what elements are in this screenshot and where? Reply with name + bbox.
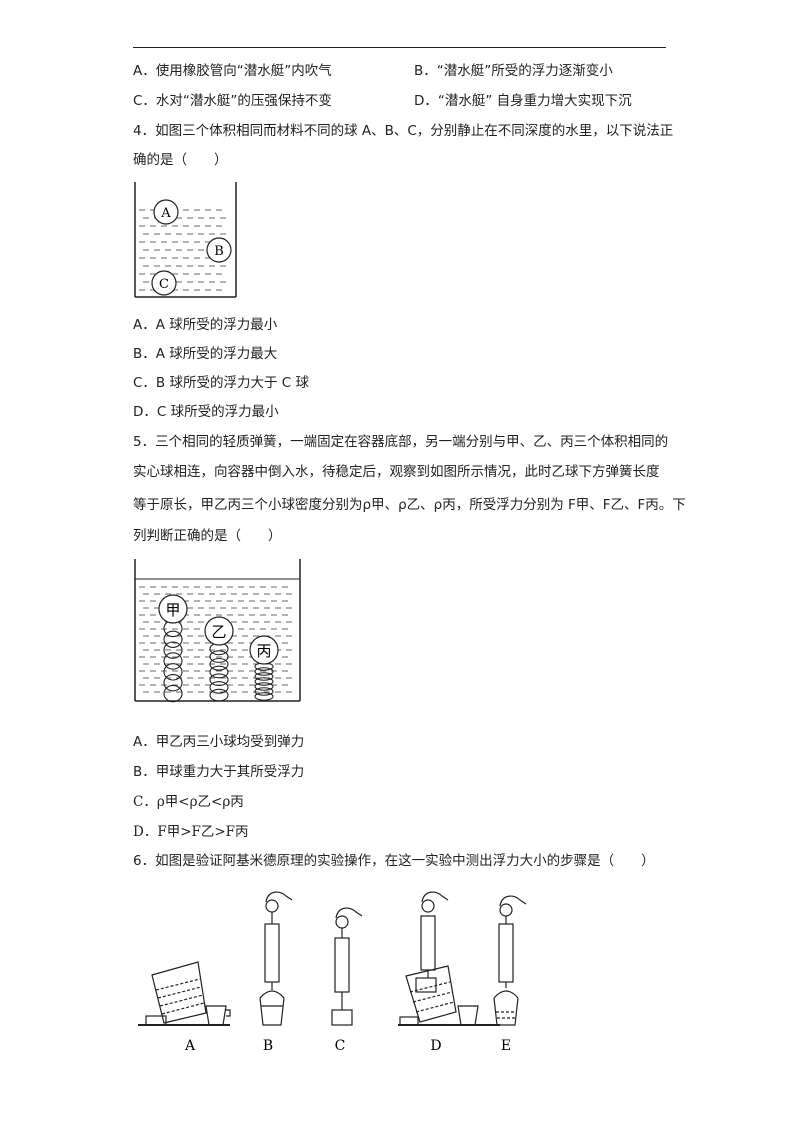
q5-stem-line2: 实心球相连，向容器中倒入水，待稳定后，观察到如图所示情况，此时乙球下方弹簧长度 bbox=[133, 464, 660, 480]
q6-label-a: A bbox=[184, 1038, 196, 1054]
q6-label-e: E bbox=[501, 1038, 511, 1054]
q5-springs bbox=[163, 619, 274, 703]
q3-option-b: B．“潜水艇”所受的浮力逐渐变小 bbox=[414, 63, 613, 79]
svg-text:C: C bbox=[159, 277, 169, 292]
q4-option-c: C．B 球所受的浮力大于 C 球 bbox=[133, 375, 309, 391]
q5-option-b: B．甲球重力大于其所受浮力 bbox=[133, 764, 305, 780]
svg-text:A: A bbox=[160, 206, 171, 221]
q4-option-d: D．C 球所受的浮力最小 bbox=[133, 404, 279, 420]
q5-ball-yi: 乙 bbox=[204, 616, 234, 646]
q6-stem: 6．如图是验证阿基米德原理的实验操作，在这一实验中测出浮力大小的步骤是（ ） bbox=[133, 853, 655, 869]
q6-label-c: C bbox=[335, 1038, 346, 1054]
q5-ball-jia: 甲 bbox=[158, 594, 188, 624]
q4-figure: A B C bbox=[134, 182, 237, 298]
q5-option-d: D．F甲>F乙>F丙 bbox=[133, 824, 249, 840]
q5-stem-line1: 5．三个相同的轻质弹簧，一端固定在容器底部，另一端分别与甲、乙、丙三个体积相同的 bbox=[133, 434, 669, 450]
q4-option-a: A．A 球所受的浮力最小 bbox=[133, 317, 278, 333]
svg-text:乙: 乙 bbox=[211, 623, 226, 641]
q6-step-a-apparatus bbox=[138, 961, 231, 1026]
q3-option-c: C．水对“潜水艇”的压强保持不变 bbox=[133, 93, 332, 109]
q6-figure: A B C D E bbox=[138, 891, 527, 1054]
q4-ball-a: A bbox=[153, 199, 179, 225]
svg-text:甲: 甲 bbox=[165, 601, 180, 619]
q4-ball-c: C bbox=[151, 270, 177, 296]
top-rule bbox=[133, 47, 666, 48]
q6-step-b-apparatus bbox=[259, 891, 293, 1026]
q5-option-a: A．甲乙丙三小球均受到弹力 bbox=[133, 734, 305, 750]
q6-step-c-apparatus bbox=[331, 907, 363, 1026]
q4-option-b: B．A 球所受的浮力最大 bbox=[133, 346, 278, 362]
q6-label-d: D bbox=[430, 1038, 441, 1054]
q5-figure: 甲 乙 丙 bbox=[134, 559, 301, 703]
q4-stem-line2: 确的是（ ） bbox=[133, 152, 228, 168]
q5-ball-bing: 丙 bbox=[249, 635, 279, 665]
q3-option-a: A．使用橡胶管向“潜水艇”内吹气 bbox=[133, 63, 332, 79]
q4-stem-line1: 4．如图三个体积相同而材料不同的球 A、B、C，分别静止在不同深度的水里，以下说… bbox=[133, 123, 674, 139]
q6-step-e-apparatus bbox=[493, 895, 527, 1026]
q3-option-d: D．“潜水艇” 自身重力增大实现下沉 bbox=[414, 93, 632, 109]
svg-text:B: B bbox=[214, 244, 224, 259]
q5-stem-line3: 等于原长，甲乙丙三个小球密度分别为ρ甲、ρ乙、ρ丙，所受浮力分别为 F甲、F乙、… bbox=[133, 497, 686, 513]
q4-ball-b: B bbox=[206, 237, 232, 263]
q6-step-d-apparatus bbox=[398, 891, 500, 1026]
q5-option-c: C．ρ甲<ρ乙<ρ丙 bbox=[133, 794, 244, 810]
svg-text:丙: 丙 bbox=[256, 642, 271, 660]
q6-label-b: B bbox=[263, 1038, 273, 1054]
q5-stem-line4: 列判断正确的是（ ） bbox=[133, 528, 282, 544]
